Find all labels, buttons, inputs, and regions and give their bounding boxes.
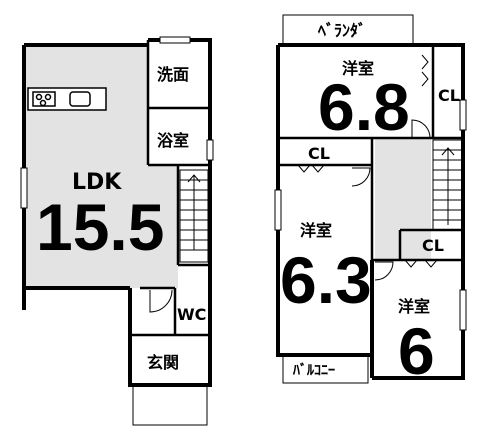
windows-1f — [20, 36, 214, 209]
ldk-size: 15.5 — [36, 190, 164, 264]
stair-treads-2f — [433, 147, 463, 225]
room-top-label: 洋室 — [342, 59, 374, 78]
windows-2f — [274, 99, 467, 331]
room-left-label: 洋室 — [300, 221, 332, 240]
room-right-size: 6 — [398, 314, 435, 388]
room-left-size: 6.3 — [280, 243, 372, 317]
veranda-label: ﾍﾞﾗﾝﾀﾞ — [317, 21, 366, 40]
balcony — [282, 354, 369, 384]
floor-2: ﾍﾞﾗﾝﾀﾞ 洋室 6.8 CL CL 洋室 6.3 CL 洋室 6 ﾊﾞﾙｺﾆ… — [274, 14, 467, 388]
partitions-1f — [130, 40, 210, 337]
balcony-label: ﾊﾞﾙｺﾆｰ — [292, 362, 335, 379]
door-swing-top — [411, 119, 431, 139]
entrance-label: 玄関 — [147, 353, 179, 372]
porch — [132, 384, 208, 426]
bath-label: 浴室 — [157, 131, 189, 150]
hallway-2f — [375, 138, 431, 260]
stair-treads-1f — [180, 174, 208, 251]
wc-label: WC — [177, 305, 206, 324]
closet-top-label: CL — [438, 86, 460, 105]
closet-mid-label: CL — [308, 144, 330, 163]
closet-right-label: CL — [422, 236, 444, 255]
door-swing-right — [374, 261, 394, 281]
closet-door-marks — [297, 54, 438, 268]
door-swing-entrance — [149, 289, 173, 313]
floor-1: 洗面 浴室 LDK 15.5 WC 玄関 — [20, 36, 214, 426]
kitchen-counter — [27, 87, 107, 111]
room-top-size: 6.8 — [318, 70, 410, 144]
ldk-label: LDK — [72, 170, 122, 195]
room-right-label: 洋室 — [398, 297, 430, 316]
washroom-label: 洗面 — [157, 65, 189, 84]
door-swing-left — [351, 167, 371, 187]
partitions-2f — [278, 45, 463, 355]
